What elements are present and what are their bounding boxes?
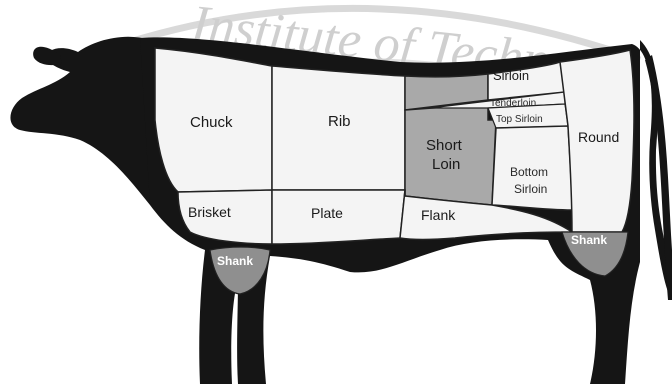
label-short-loin-line1: Short: [426, 137, 463, 154]
label-chuck: Chuck: [190, 114, 233, 131]
region-short-loin: [405, 104, 496, 205]
label-bottom-sirloin-line1: Bottom: [510, 165, 548, 179]
label-sirloin: Sirloin: [493, 68, 529, 83]
label-brisket: Brisket: [188, 204, 231, 220]
cow-tail: [645, 55, 672, 300]
label-top-sirloin: Top Sirloin: [496, 114, 543, 125]
label-bottom-sirloin-line2: Sirloin: [514, 182, 547, 196]
label-round: Round: [578, 129, 619, 145]
label-flank: Flank: [421, 207, 456, 223]
label-short-loin-line2: Loin: [432, 156, 460, 173]
label-tenderloin: Tenderloin: [490, 98, 536, 109]
label-plate: Plate: [311, 205, 343, 221]
label-rib: Rib: [328, 113, 351, 130]
label-fore-shank: Shank: [217, 254, 253, 268]
label-hind-shank: Shank: [571, 233, 607, 247]
